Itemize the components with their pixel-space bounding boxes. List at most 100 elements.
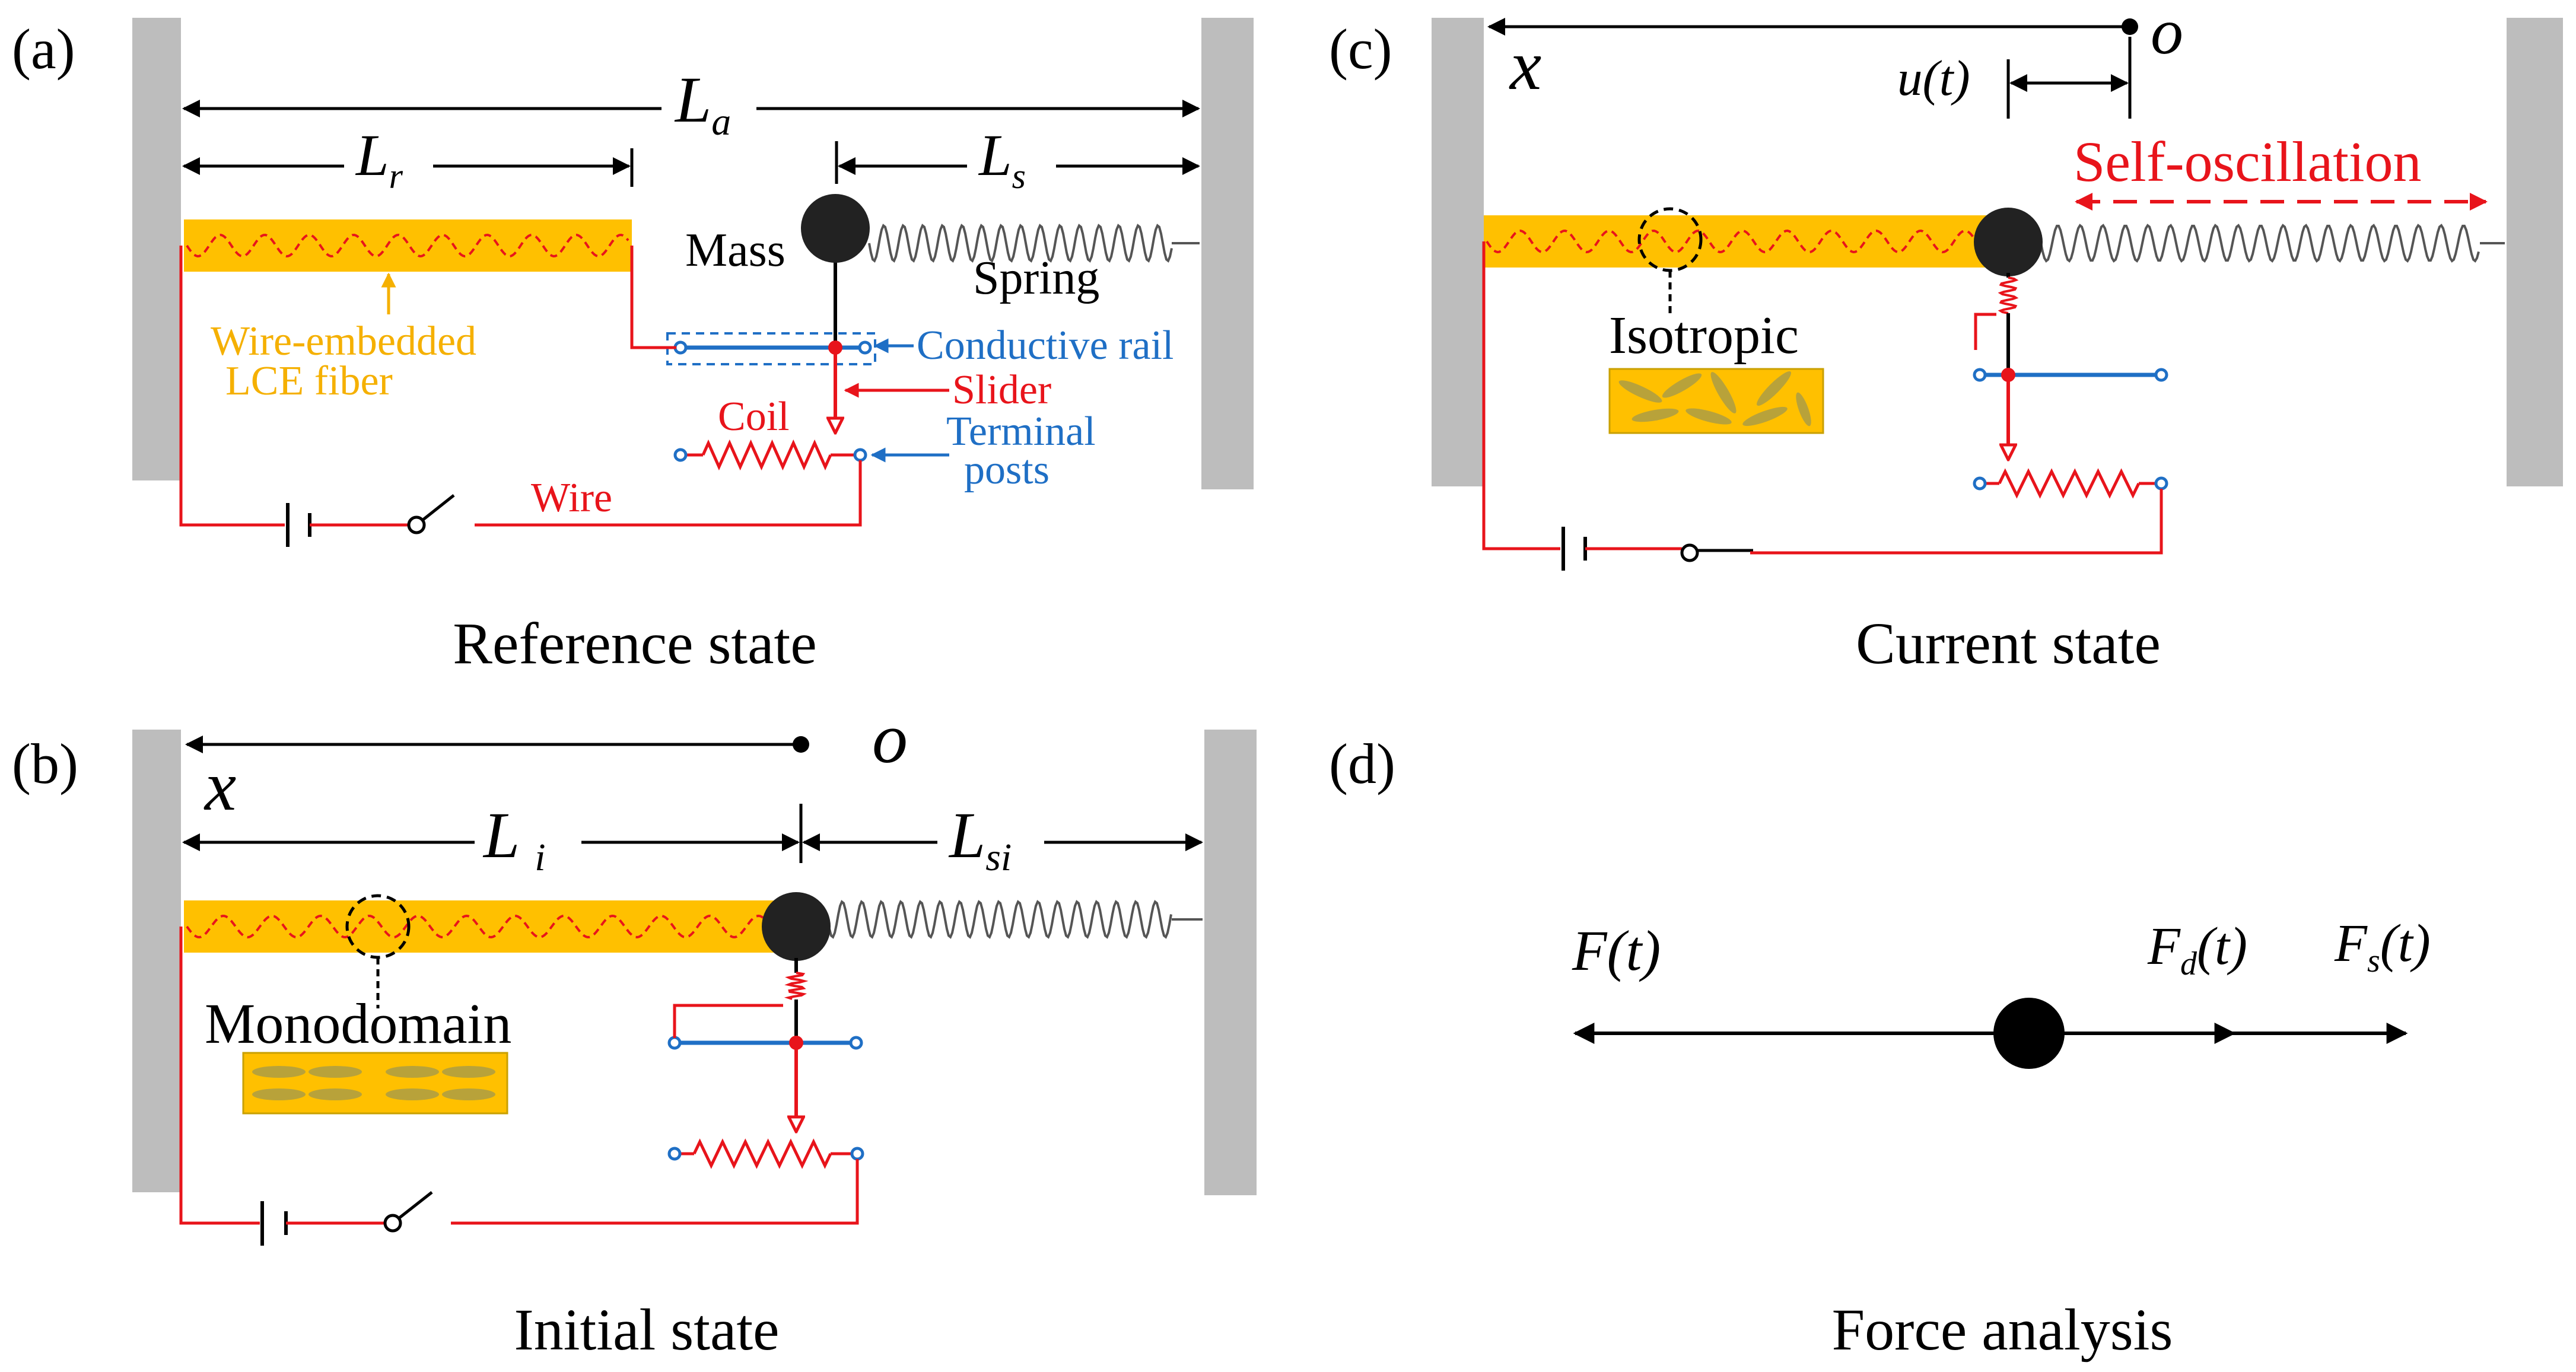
- caption-initial-state: Initial state: [514, 1297, 779, 1363]
- spring-label: Spring: [973, 252, 1099, 304]
- right-wall: [1204, 730, 1257, 1195]
- coil-label: Coil: [718, 394, 790, 440]
- rail-post-right: [858, 340, 872, 355]
- slider-contact: [828, 340, 842, 355]
- mass: [801, 194, 870, 263]
- panel-a: (a) La Lr Ls Wire-embedded LCE fiber Mas…: [12, 17, 1254, 676]
- panel-d-tag: (d): [1329, 732, 1395, 795]
- mass-label: Mass: [685, 224, 785, 276]
- connector-spring: [784, 972, 809, 1000]
- force-fs-label: Fs(t): [2334, 914, 2431, 979]
- terminal-post-right: [850, 1147, 864, 1161]
- wire-left-branch: [179, 927, 260, 1225]
- rail-label: Conductive rail: [917, 323, 1174, 368]
- panel-a-tag: (a): [12, 17, 75, 81]
- force-fd-label: Fd(t): [2147, 917, 2247, 982]
- terminal-post-left: [667, 1147, 682, 1161]
- phase-label: Monodomain: [205, 992, 511, 1055]
- posts-label-line2: posts: [964, 447, 1050, 493]
- wire-switch-to-post: [475, 460, 862, 527]
- wire-switch-to-post: [451, 1159, 859, 1225]
- x-label: x: [203, 746, 236, 825]
- wire-fiber-to-rail: [630, 246, 676, 349]
- mass: [762, 892, 831, 961]
- left-wall: [132, 730, 181, 1192]
- lce-fiber: [184, 219, 632, 272]
- posts-label-line1: Terminal: [946, 409, 1096, 454]
- right-wall: [1201, 18, 1254, 489]
- left-wall: [132, 18, 181, 480]
- connector-spring: [1998, 276, 2019, 314]
- caption-force-analysis: Force analysis: [1832, 1297, 2173, 1363]
- x-label: x: [1509, 26, 1541, 104]
- right-wall: [2507, 18, 2563, 486]
- switch-pivot: [1680, 543, 1699, 562]
- u-label: u(t): [1897, 50, 1970, 106]
- lr-label: Lr: [355, 122, 403, 196]
- la-label-bg: [662, 65, 756, 130]
- lsi-label: Lsi: [948, 799, 1012, 879]
- caption-reference-state: Reference state: [453, 610, 816, 676]
- spring: [2040, 224, 2480, 263]
- mass: [1974, 208, 2043, 276]
- li-label-bg: [475, 804, 581, 869]
- coil: [692, 1138, 832, 1169]
- phase-label: Isotropic: [1609, 306, 1799, 365]
- wire-left-branch: [179, 246, 285, 527]
- wire-feed: [673, 1004, 783, 1038]
- fiber-label-line1: Wire-embedded: [211, 319, 476, 364]
- embedded-wire: [186, 233, 629, 258]
- lsi-label-bg: [937, 804, 1044, 869]
- switch-pivot: [407, 515, 426, 534]
- wire-switch-to-post: [1750, 489, 2163, 555]
- coil: [1998, 468, 2141, 499]
- origin-dot: [2122, 18, 2138, 35]
- force-f-label: F(t): [1572, 919, 1661, 982]
- lce-fiber: [1484, 215, 2000, 268]
- rail-post-left: [1973, 368, 1987, 382]
- panel-d: (d) F(t) Fd(t) Fs(t) Force analysis: [1329, 732, 2431, 1363]
- switch-blade: [421, 494, 455, 521]
- slider-contact: [2001, 368, 2015, 382]
- ls-label: Ls: [978, 122, 1026, 196]
- rail-post-left: [667, 1036, 682, 1050]
- origin-label: o: [2151, 0, 2183, 68]
- isotropic-mesogens: [1618, 371, 1811, 426]
- spring: [868, 224, 1173, 263]
- embedded-wire: [1486, 229, 1997, 254]
- panel-c-tag: (c): [1329, 17, 1392, 81]
- switch-pivot: [383, 1214, 402, 1233]
- lr-label-bg: [344, 128, 433, 187]
- caption-current-state: Current state: [1856, 610, 2161, 676]
- spring: [826, 900, 1172, 939]
- slider-contact: [789, 1036, 803, 1050]
- terminal-post-right: [2154, 476, 2168, 491]
- terminal-post-left: [1973, 476, 1987, 491]
- wire-left-branch: [1482, 241, 1560, 550]
- switch-blade: [397, 1191, 433, 1220]
- ls-label-bg: [967, 128, 1056, 187]
- left-wall: [1432, 18, 1484, 486]
- mass-point: [1993, 998, 2065, 1069]
- panel-c: (c) x o u(t) Self-oscillation Isotropic: [1329, 0, 2563, 676]
- terminal-post-right: [853, 448, 867, 462]
- slider-label: Slider: [952, 367, 1051, 413]
- wire-label: Wire: [531, 475, 612, 521]
- rail-post-right: [2154, 368, 2168, 382]
- monodomain-inset: [242, 1052, 508, 1115]
- fiber-label-line2: LCE fiber: [225, 358, 393, 404]
- origin-dot: [793, 736, 809, 753]
- coil: [701, 439, 832, 471]
- wire-feed: [1974, 313, 1996, 350]
- self-oscillation-label: Self-oscillation: [2073, 130, 2422, 193]
- rail-post-right: [849, 1036, 863, 1050]
- panel-b-tag: (b): [12, 732, 78, 795]
- monodomain-mesogens: [252, 1066, 495, 1100]
- terminal-post-left: [673, 448, 688, 462]
- origin-label: o: [872, 699, 908, 778]
- lce-fiber: [184, 900, 774, 953]
- embedded-wire: [186, 914, 772, 939]
